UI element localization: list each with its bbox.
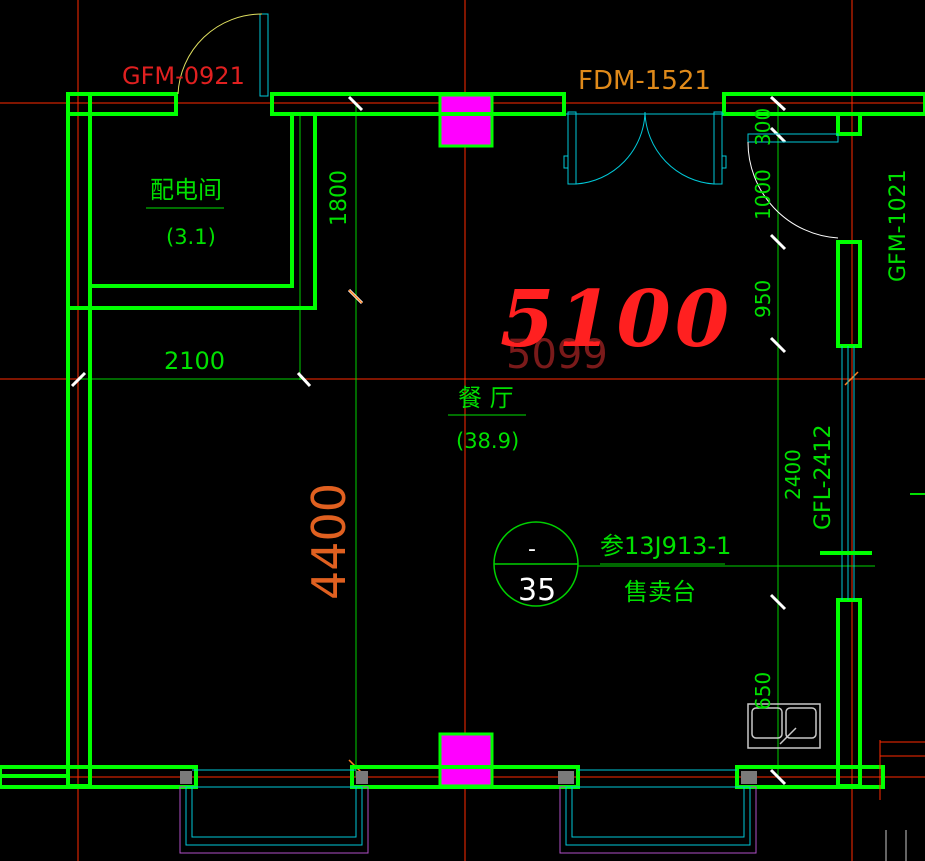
axis-tick [348, 289, 363, 304]
bottom-windows [179, 769, 757, 854]
wall-right-upper [836, 240, 862, 348]
dim-label-4400: 4400 [302, 483, 356, 600]
dim-tick [70, 371, 87, 388]
dimension-lines [78, 103, 875, 777]
door-leaf-fdm-right [713, 111, 723, 185]
wall-fill [558, 771, 574, 784]
door-swing-gfm-1021 [747, 141, 839, 239]
dim-label-5099: 5099 [506, 332, 608, 378]
callout-symbol [493, 521, 579, 607]
wall-top-middle [270, 92, 566, 116]
dim-label-2400: 2400 [781, 449, 805, 500]
dim-label-650: 650 [751, 672, 775, 710]
dim-tick [769, 768, 787, 786]
sink-faucet [779, 727, 797, 745]
room-area-dining: (38.9) [456, 429, 519, 453]
axis-tick [844, 371, 859, 386]
bay-window-left-glass [191, 786, 357, 838]
door-hinge [563, 155, 569, 169]
door-swing-fdm-left [575, 111, 646, 185]
column-top [438, 93, 494, 148]
door-leaf-gfm-1021 [747, 133, 839, 143]
wall-bottom-middle [350, 765, 580, 789]
room-name-distribution: 配电间 [150, 176, 222, 204]
wall-fill [356, 771, 368, 784]
wall-bottom-right [735, 765, 885, 789]
room-area-distribution: (3.1) [166, 225, 216, 249]
door-label-gfm-0921: GFM-0921 [122, 62, 245, 90]
labels: GFM-0921 FDM-1521 GFM-1021 GFL-2412 配电间 … [122, 62, 911, 710]
sink-basin-right [785, 707, 817, 739]
callout-item: 售卖台 [624, 578, 696, 606]
dim-label-1000: 1000 [751, 169, 775, 220]
columns [438, 93, 494, 788]
dim-tick [347, 95, 364, 112]
dim-tick [769, 233, 787, 251]
sink-outline [747, 703, 821, 749]
door-swing-gfm-0921 [177, 13, 263, 95]
wall-right-top [836, 112, 862, 136]
room-underlines [146, 207, 526, 416]
dim-label-1800: 1800 [327, 170, 352, 226]
dim-tick [769, 95, 787, 112]
dim-label-950: 950 [751, 280, 775, 318]
dim-tick [769, 593, 787, 611]
column-bottom [438, 732, 494, 788]
callout-reference: 参13J913-1 [600, 532, 731, 560]
room-name-dining: 餐 厅 [458, 384, 514, 412]
walls [0, 92, 925, 789]
callout-top-text: - [528, 537, 536, 562]
dim-label-300: 300 [751, 108, 775, 146]
sink [747, 703, 821, 749]
wall-bottom-left [0, 765, 198, 789]
door-leaf-gfm-0921 [259, 13, 269, 97]
wall-distribution-inner [88, 114, 294, 288]
wall-fill [180, 771, 192, 784]
wall-fills [180, 771, 757, 784]
door-label-fdm-1521: FDM-1521 [578, 66, 711, 96]
door-hinge [721, 155, 727, 169]
dim-tick [769, 336, 787, 354]
right-edge-partial [879, 740, 925, 861]
sink-basin-left [751, 707, 783, 739]
door-label-gfm-1021: GFM-1021 [886, 169, 911, 282]
window-label-gfl-2412: GFL-2412 [811, 425, 836, 531]
wall-distribution-outer [68, 114, 317, 310]
bay-window-right-glass [571, 786, 745, 838]
dim-label-2100: 2100 [164, 347, 225, 375]
dim-tick [296, 371, 312, 388]
dim-tick [769, 126, 787, 144]
wall-fill [741, 771, 757, 784]
callout-number: 35 [518, 573, 556, 608]
handwritten-annotation: 5100 [500, 274, 733, 365]
door-leaf-fdm-left [567, 111, 577, 185]
door-swing-fdm-right [644, 111, 715, 185]
doors [177, 13, 872, 600]
wall-top-right [722, 92, 925, 116]
